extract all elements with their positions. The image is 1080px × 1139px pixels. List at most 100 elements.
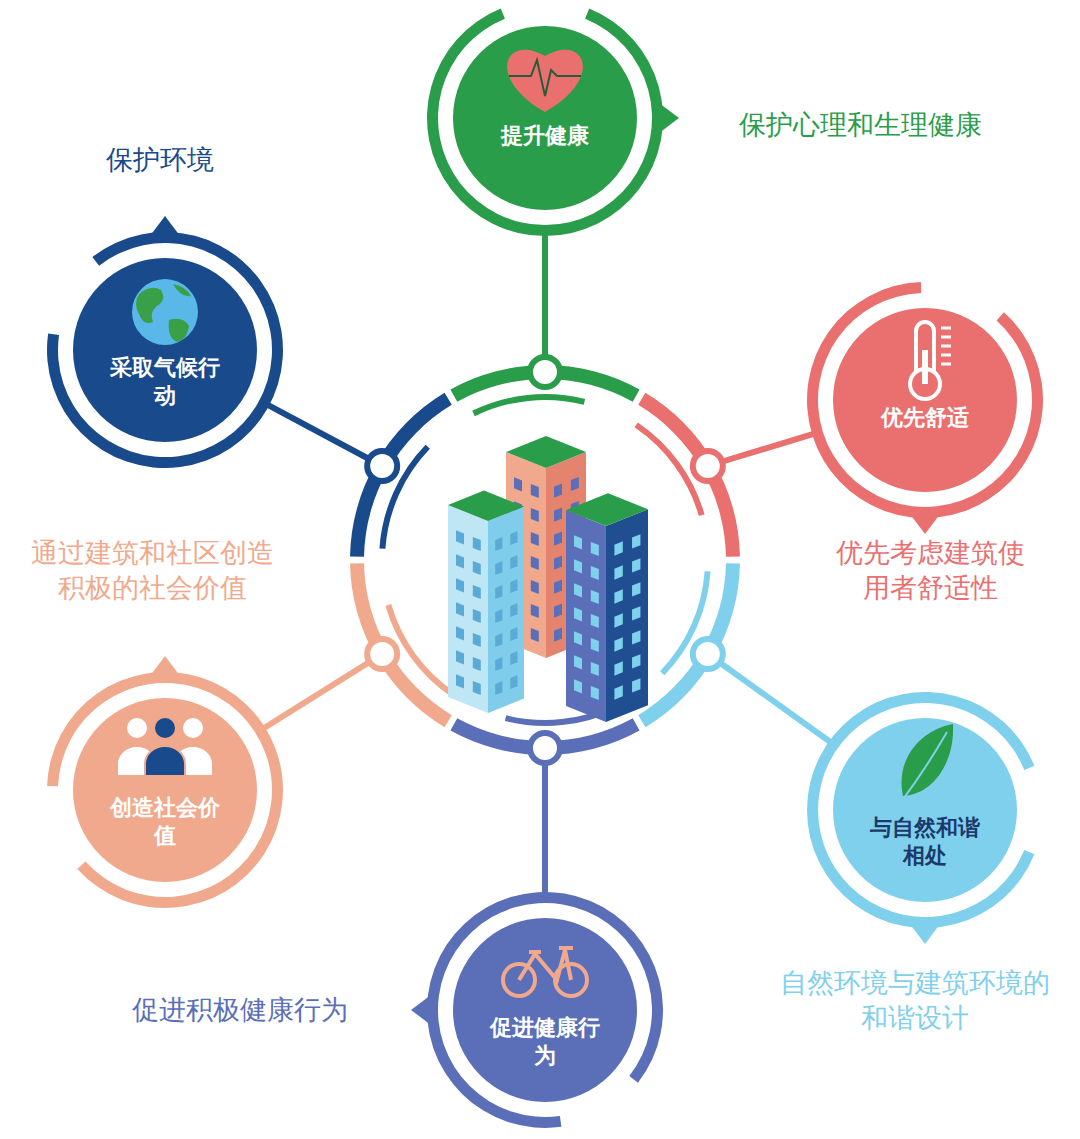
building-illustration — [448, 436, 648, 722]
thermometer-tick — [941, 336, 951, 339]
hub-ring — [350, 365, 740, 755]
tower-face — [448, 505, 488, 713]
callout-text: 优先考虑建筑使用者舒适性 — [835, 535, 1025, 605]
tower-window — [456, 530, 464, 544]
goal-title: 提升健康 — [489, 122, 601, 150]
hub-arc — [638, 393, 740, 557]
thermometer-tick — [941, 327, 951, 330]
callout-text: 保护心理和生理健康 — [739, 107, 982, 142]
callout-text: 促进积极健康行为 — [132, 992, 348, 1027]
leaf-vein — [901, 732, 947, 802]
bike-frame — [519, 950, 571, 980]
hub-arc — [350, 563, 452, 727]
tower-window — [473, 657, 481, 671]
tower-window — [510, 651, 517, 665]
pointer-triangle — [660, 104, 679, 132]
tower-window — [574, 631, 582, 645]
thermometer-tick — [941, 354, 951, 357]
tower-window — [614, 565, 622, 579]
tower-window — [574, 655, 582, 669]
tower-window — [531, 484, 539, 498]
tower-window — [456, 650, 464, 664]
tower-window — [614, 661, 622, 675]
pointer-triangle — [911, 515, 939, 534]
tower-window — [495, 633, 502, 647]
thermometer-tick — [941, 363, 951, 366]
tower-window — [510, 555, 517, 569]
goal-circle: 优先舒适优先考虑建筑使用者舒适性 — [833, 308, 1017, 492]
tower-window — [591, 542, 599, 556]
junction-dot — [693, 639, 723, 669]
icon-group — [117, 717, 213, 776]
tower-window — [456, 602, 464, 616]
junction-dot — [693, 451, 723, 481]
tower-window — [554, 628, 562, 642]
spoke-line — [542, 226, 548, 372]
tower-roof — [506, 436, 586, 468]
tower-window — [591, 566, 599, 580]
circle-fill — [73, 258, 257, 442]
goal-title: 创造社会价值 — [109, 794, 221, 849]
spoke-line — [542, 748, 548, 902]
tower-window — [574, 559, 582, 573]
tower-window — [632, 558, 640, 572]
tower-window — [574, 607, 582, 621]
tower-window — [510, 531, 517, 545]
tower-window — [456, 674, 464, 688]
goal-title: 优先舒适 — [869, 404, 981, 432]
pulse-line — [509, 60, 581, 96]
tower-window — [495, 681, 502, 695]
tower-window — [632, 654, 640, 668]
tower-window — [456, 578, 464, 592]
tower-window — [574, 583, 582, 597]
tower-window — [574, 535, 582, 549]
tower-window — [591, 662, 599, 676]
pointer-triangle — [151, 656, 179, 675]
tower-window — [632, 606, 640, 620]
junction-dot — [530, 733, 560, 763]
tower-window — [554, 484, 562, 498]
circle-shape — [453, 26, 637, 210]
outer-ring — [47, 232, 283, 468]
circle-shape — [73, 698, 257, 882]
tower-window — [574, 679, 582, 693]
tower-window — [554, 556, 562, 570]
tower-window — [554, 604, 562, 618]
callout-text: 通过建筑和社区创造积极的社会价值 — [18, 535, 286, 605]
callout-text: 自然环境与建筑环境的和谐设计 — [767, 965, 1063, 1035]
outer-ring — [47, 672, 283, 908]
circle-shape — [833, 308, 1017, 492]
goal-circle: 与自然和谐相处自然环境与建筑环境的和谐设计 — [833, 718, 1017, 902]
bike-bar — [559, 946, 573, 950]
globe-icon — [132, 279, 198, 345]
tower-window — [473, 681, 481, 695]
tower-window — [473, 609, 481, 623]
circle-shape — [73, 258, 257, 442]
icon-group — [132, 279, 198, 345]
person-head — [154, 717, 176, 739]
tower-roof — [448, 491, 524, 521]
icon-group — [910, 322, 951, 399]
tower-window — [473, 633, 481, 647]
tower-window — [632, 582, 640, 596]
tower-window — [554, 508, 562, 522]
outer-ring — [427, 9, 663, 236]
tower-window — [632, 630, 640, 644]
tower-window — [473, 561, 481, 575]
tower-window — [591, 614, 599, 628]
tower-window — [531, 508, 539, 522]
circle-fill — [833, 308, 1017, 492]
tower-window — [495, 537, 502, 551]
tower-window — [473, 537, 481, 551]
tower-window — [591, 638, 599, 652]
tower-window — [632, 678, 640, 692]
tower-window — [456, 554, 464, 568]
tower-face — [488, 507, 524, 713]
tower-window — [531, 580, 539, 594]
tower-window — [554, 532, 562, 546]
spoke-line — [708, 654, 837, 747]
tower-window — [510, 603, 517, 617]
tower-window — [495, 561, 502, 575]
icon-group — [901, 724, 953, 802]
